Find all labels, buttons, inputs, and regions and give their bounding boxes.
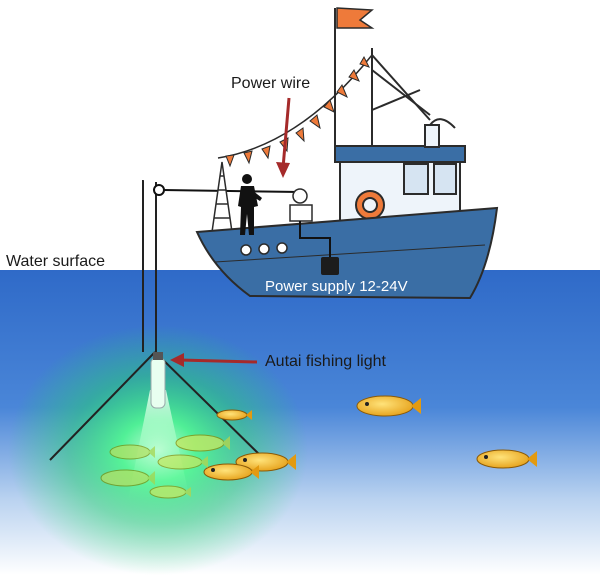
fisherman-silhouette-icon — [238, 174, 262, 235]
power-wire-label: Power wire — [231, 75, 311, 92]
porthole-icons — [240, 242, 288, 256]
fish-icon — [203, 463, 259, 481]
fish-icon — [356, 395, 421, 417]
ladder-tower — [211, 161, 233, 233]
power-supply-box-icon — [321, 257, 339, 275]
fish-icon — [175, 434, 230, 452]
pointer-arrows — [170, 97, 291, 367]
flag-pole — [334, 7, 375, 150]
power-supply-label: Power supply 12-24V — [265, 278, 408, 295]
fish-icon — [216, 409, 252, 421]
flag-icon — [336, 7, 375, 29]
power-wire — [162, 189, 301, 193]
bunting-flags — [225, 55, 370, 168]
winch-icon — [289, 188, 313, 222]
fish-icon — [235, 452, 296, 472]
fishing-light-label: Autai fishing light — [265, 353, 386, 370]
underwater-led-light-icon — [150, 352, 166, 409]
fish-school — [100, 395, 537, 499]
fish-icon — [109, 444, 155, 460]
fish-icon — [476, 449, 537, 469]
fish-icon — [100, 469, 155, 487]
net-frame — [49, 180, 266, 461]
water-surface-label: Water surface — [6, 253, 105, 270]
fishing-rod — [147, 159, 238, 186]
fish-icon — [149, 485, 191, 499]
boat-hull — [195, 206, 499, 300]
boat-mast — [371, 48, 431, 150]
fish-icon — [157, 454, 208, 470]
pulley-icon — [153, 184, 165, 196]
